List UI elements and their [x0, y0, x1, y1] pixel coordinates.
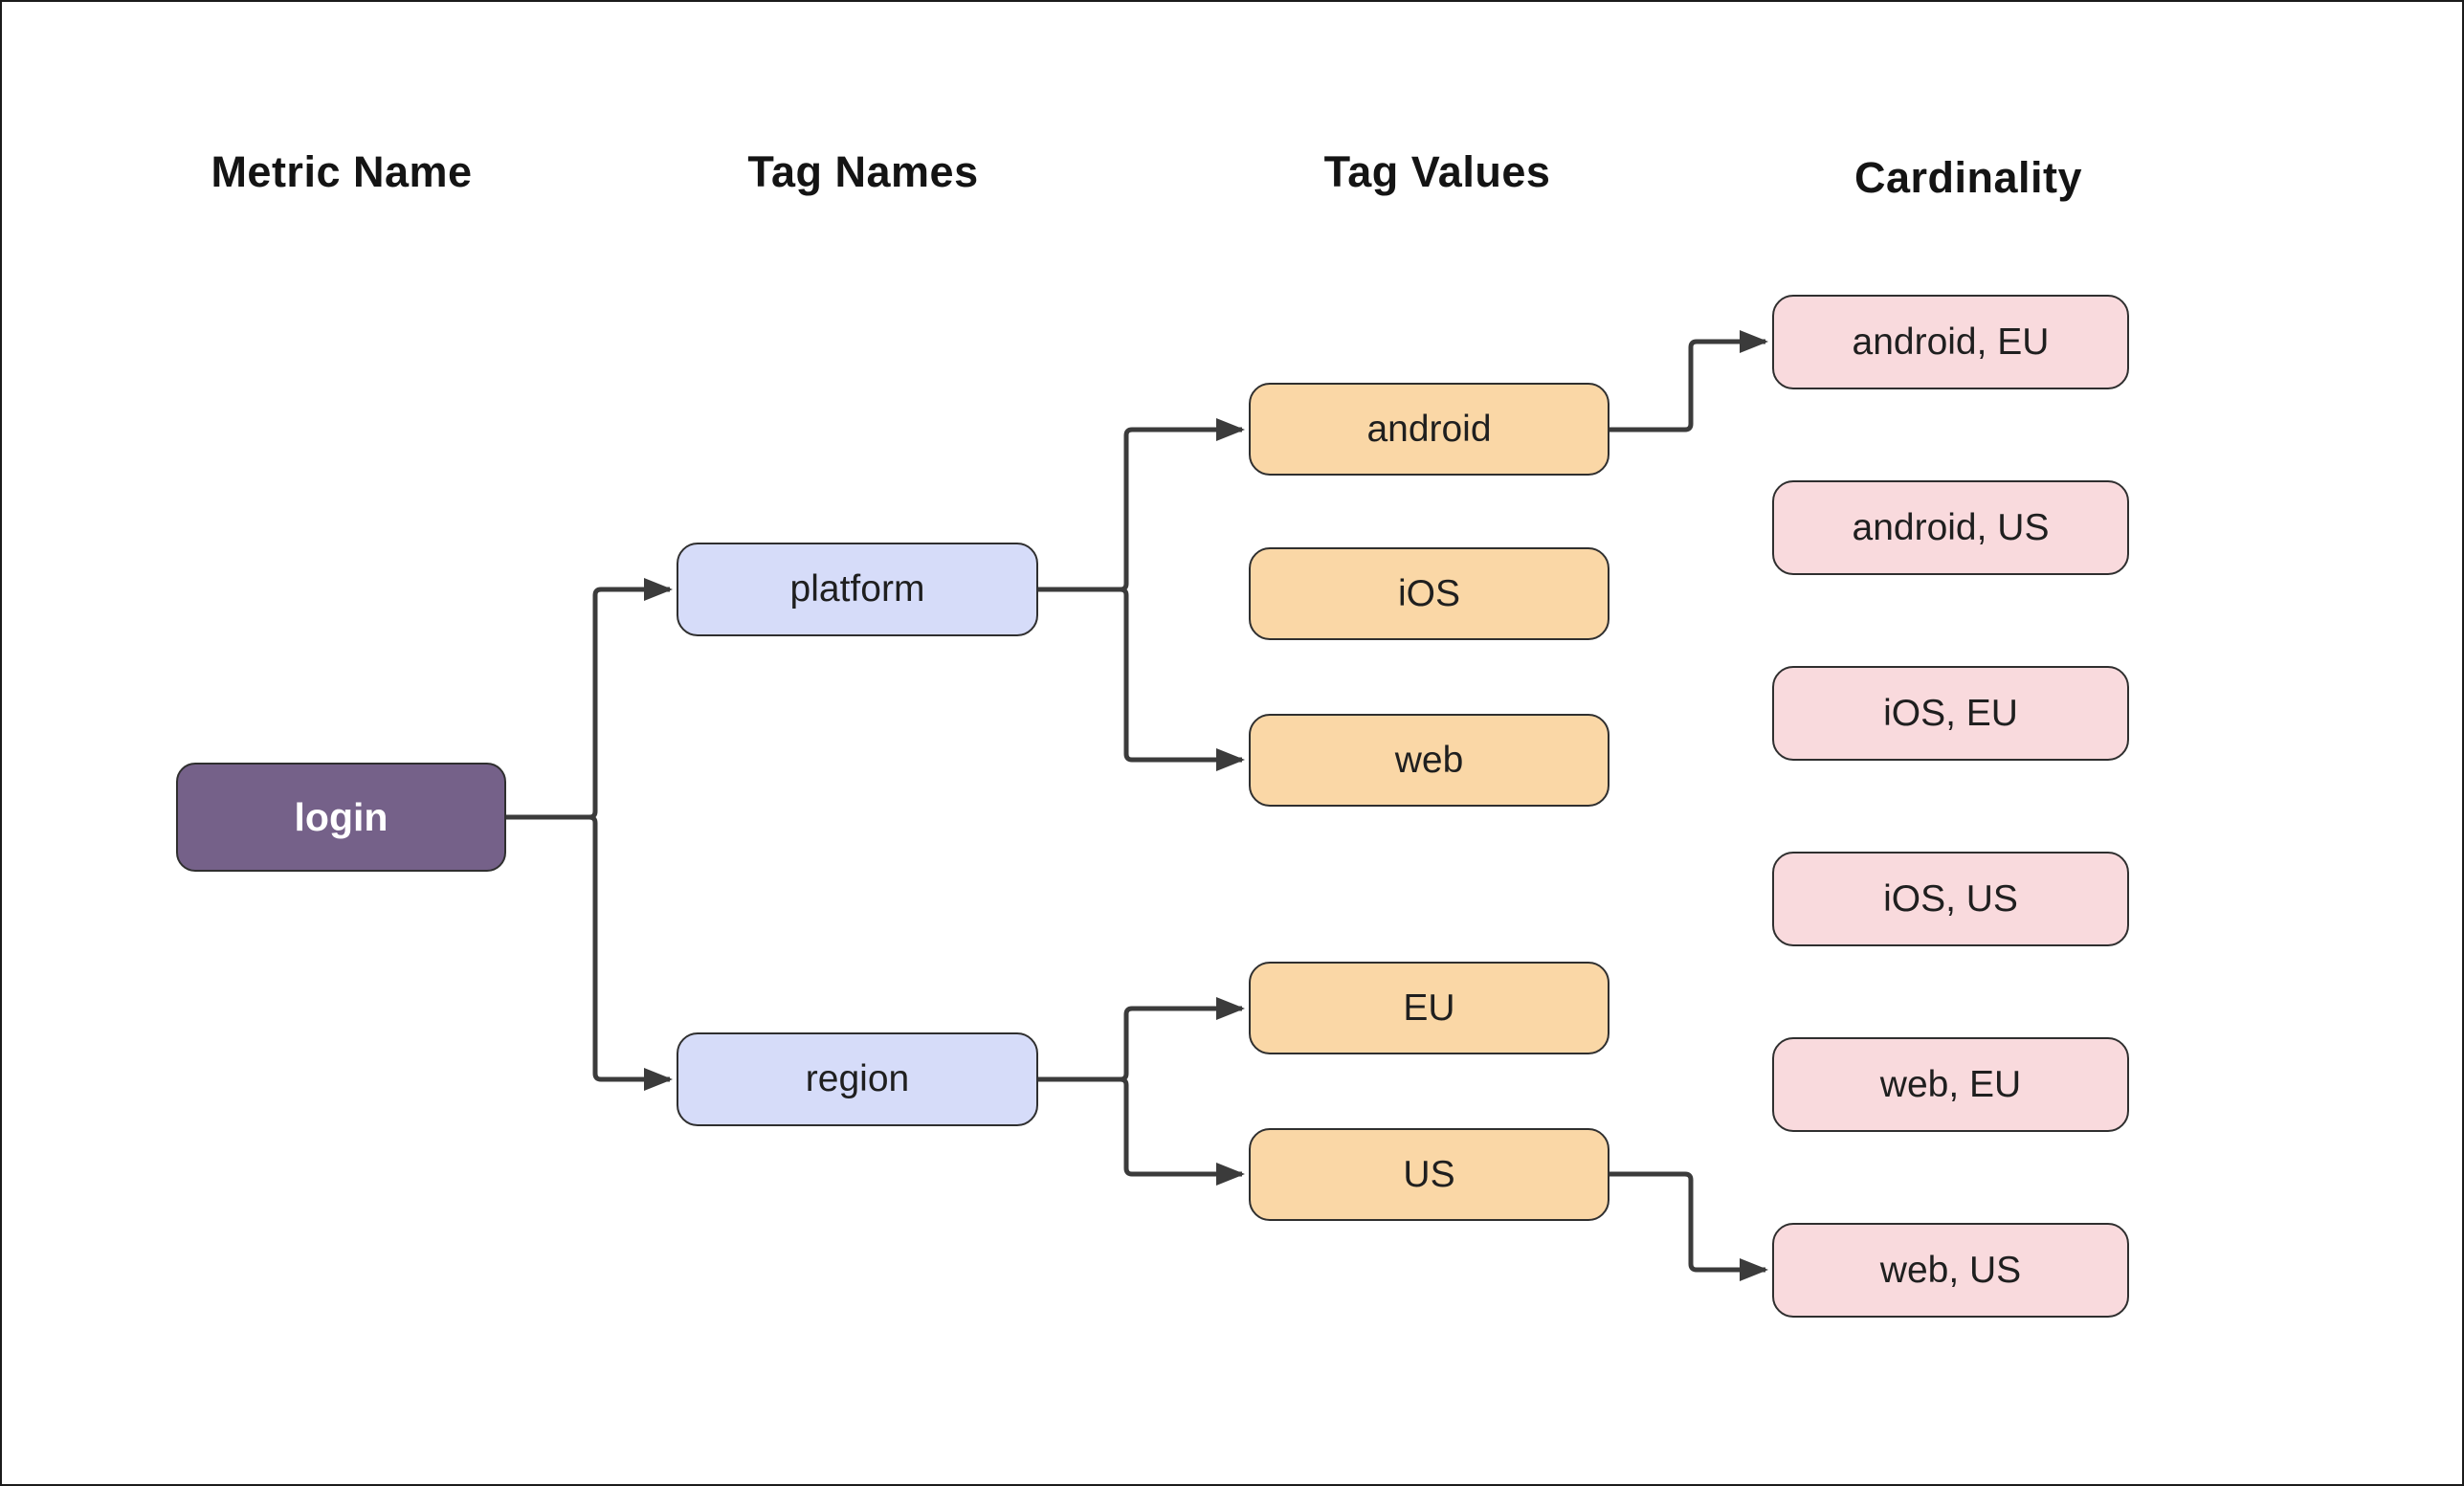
node-android-us: android, US — [1772, 480, 2129, 575]
edge-android-androidEU — [1609, 330, 1768, 432]
node-web: web — [1249, 714, 1609, 807]
node-platform: platform — [677, 543, 1038, 636]
node-us: US — [1249, 1128, 1609, 1221]
column-header-metric-name: Metric Name — [211, 147, 473, 196]
node-ios-eu: iOS, EU — [1772, 666, 2129, 761]
edge-region-eu — [1038, 997, 1245, 1082]
edge-us-webUS — [1609, 1171, 1768, 1281]
node-ios-us: iOS, US — [1772, 852, 2129, 946]
node-android-eu: android, EU — [1772, 295, 2129, 389]
node-region: region — [677, 1032, 1038, 1126]
node-android: android — [1249, 383, 1609, 476]
edge-region-us — [1038, 1076, 1245, 1186]
node-web-eu: web, EU — [1772, 1037, 2129, 1132]
edge-login-region — [506, 814, 673, 1091]
column-header-cardinality: Cardinality — [1854, 153, 2083, 202]
column-header-tag-names: Tag Names — [747, 147, 979, 196]
node-ios: iOS — [1249, 547, 1609, 640]
node-web-us: web, US — [1772, 1223, 2129, 1318]
edge-platform-web — [1038, 587, 1245, 771]
node-login: login — [176, 763, 506, 872]
edge-platform-android — [1038, 418, 1245, 592]
node-eu: EU — [1249, 962, 1609, 1054]
column-header-tag-values: Tag Values — [1323, 147, 1551, 196]
edge-login-platform — [506, 578, 673, 820]
